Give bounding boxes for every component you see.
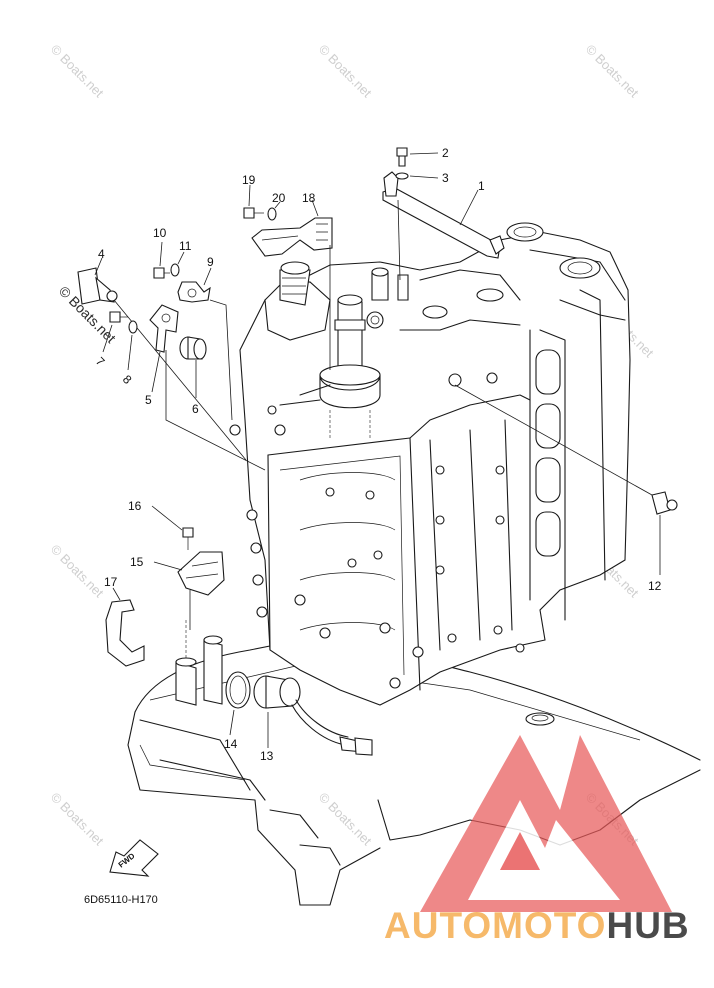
callout-18: 18	[302, 191, 316, 205]
fwd-arrow: FWD	[109, 839, 159, 877]
engine-block	[229, 222, 631, 706]
callout-17: 17	[104, 575, 118, 589]
callout-12: 12	[648, 579, 662, 593]
watermark: © Boats.net	[48, 790, 107, 849]
callout-6: 6	[192, 402, 199, 416]
callout-10: 10	[153, 226, 167, 240]
callout-3: 3	[442, 171, 449, 185]
part-10-bolt	[153, 241, 170, 279]
callout-13: 13	[260, 749, 274, 763]
diagram-code: 6D65110-H170	[84, 894, 158, 906]
callout-14: 14	[224, 737, 238, 751]
watermark: © Boats.net	[583, 42, 642, 101]
callouts: 1 2 3 4 5 6 7 8 9 10 11 12 13 14 15 16 1…	[93, 146, 662, 763]
callout-2: 2	[442, 146, 449, 160]
part-2-bolt	[396, 147, 439, 167]
part-11-washer	[170, 251, 185, 277]
brand-part1: AUTOMOTO	[384, 905, 606, 946]
watermark: © Boats.net	[48, 42, 107, 101]
watermark: © Boats.net	[48, 542, 107, 601]
part-12-plug	[454, 384, 678, 575]
brand-logo-mark	[420, 735, 672, 912]
part-5-clamp	[149, 304, 266, 471]
part-15-holder	[153, 551, 225, 630]
part-1-bracket	[382, 171, 505, 281]
part-6-grommet	[179, 336, 207, 398]
part-14-o-ring	[225, 671, 251, 736]
watermark: © Boats.net	[316, 790, 375, 849]
part-20-washer	[267, 201, 281, 221]
part-16-bolt	[151, 505, 194, 550]
part-17-clip	[105, 587, 145, 667]
part-8-washer	[127, 320, 138, 371]
callout-15: 15	[130, 555, 144, 569]
part-13-sensor	[253, 675, 373, 756]
callout-5: 5	[145, 393, 152, 407]
callout-1: 1	[478, 179, 485, 193]
brand-part2: HUB	[606, 905, 689, 946]
callout-19: 19	[242, 173, 256, 187]
callout-8: 8	[120, 372, 135, 387]
callout-11: 11	[179, 239, 192, 253]
callout-9: 9	[207, 255, 214, 269]
part-7-bolt	[102, 311, 128, 353]
brand-wordmark: AUTOMOTOHUB	[384, 905, 690, 946]
watermark: © Boats.net	[316, 42, 375, 101]
callout-20: 20	[272, 191, 286, 205]
callout-7: 7	[93, 354, 108, 369]
part-19-bolt	[243, 184, 264, 219]
callout-16: 16	[128, 499, 142, 513]
part-3-washer	[395, 172, 439, 180]
part-9-holder	[177, 267, 233, 421]
part-18-bracket	[251, 199, 333, 370]
callout-4: 4	[98, 247, 105, 261]
